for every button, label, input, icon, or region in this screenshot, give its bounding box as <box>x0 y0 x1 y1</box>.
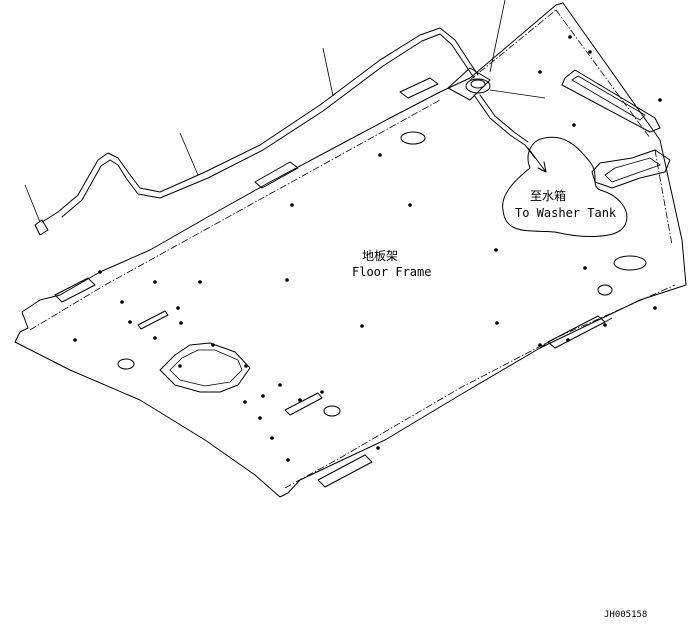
washer-tank-label-en: To Washer Tank <box>515 206 617 220</box>
frame-inner-edge-left <box>29 99 441 331</box>
leader-lines <box>24 0 546 223</box>
grommet-nozzle <box>447 67 491 101</box>
frame-inner-edge-right <box>654 149 673 246</box>
frame-inner-edge-top <box>469 9 651 139</box>
floor-frame-label-en: Floor Frame <box>352 265 431 279</box>
washer-tank-cloud <box>502 136 628 237</box>
hose-end-cap <box>34 211 59 236</box>
tank-arrow <box>527 147 547 173</box>
frame-inner-edge-bottom <box>284 284 676 489</box>
washer-hose-outer <box>57 27 479 213</box>
hose-to-tank <box>473 94 536 159</box>
drawing-code: JH005158 <box>604 610 647 620</box>
washer-tank-label-cn: 至水箱 <box>530 188 566 203</box>
plate-slots <box>137 69 671 416</box>
floor-frame-outline <box>14 2 687 498</box>
plate-holes <box>117 131 647 417</box>
washer-hose-inner <box>61 33 475 218</box>
plate-dots <box>73 35 662 462</box>
floor-frame-label-cn: 地板架 <box>362 249 398 263</box>
plate-brackets <box>54 77 613 488</box>
hose-to-tank-inner <box>479 94 529 143</box>
